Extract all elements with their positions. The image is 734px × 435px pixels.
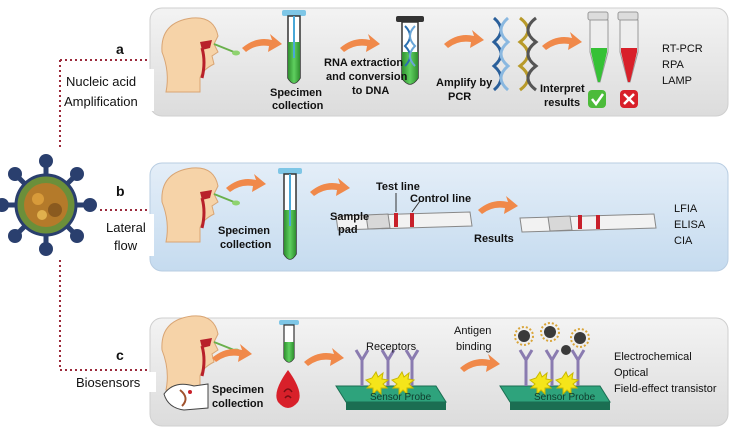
panel-b-method: CIA: [674, 235, 693, 247]
panel-c-method: Field-effect transistor: [614, 383, 717, 395]
antigen-binding-line2: binding: [456, 341, 491, 353]
panel-c-letter: c: [116, 347, 124, 363]
negative-result-tube-icon: [617, 11, 639, 83]
finger-prick-icon: [163, 383, 209, 411]
panel-b-step1-line2: collection: [220, 239, 272, 251]
specimen-tube-icon: [279, 320, 299, 363]
check-icon: [588, 90, 606, 108]
panel-b-method: LFIA: [674, 203, 698, 215]
positive-result-tube-icon: [587, 11, 609, 83]
dna-helix-icon: [491, 16, 511, 92]
results-label: Results: [474, 233, 514, 245]
panel-c-method: Optical: [614, 367, 648, 379]
sensor-probe-bound: [499, 349, 611, 410]
panel-b-step1-line1: Specimen: [218, 225, 270, 237]
panel-a-step2-line2: and conversion: [326, 71, 408, 83]
panel-a-method: LAMP: [662, 75, 692, 87]
lateral-flow-strip-result: [519, 213, 657, 233]
antigen-particle-icon: [514, 322, 590, 355]
sensor-probe-label: Sensor Probe: [534, 392, 596, 403]
panel-a-letter: a: [116, 41, 124, 57]
dna-helix-icon: [517, 16, 539, 92]
panel-b-category-line1: Lateral: [106, 220, 146, 235]
control-line-label: Control line: [410, 193, 471, 205]
panel-a-step1-line2: collection: [272, 100, 324, 112]
panel-a-step4-line2: results: [544, 97, 580, 109]
receptors-label: Receptors: [366, 341, 417, 353]
panel-a-step3-line1: Amplify by: [436, 77, 493, 89]
virus-icon: [0, 154, 97, 256]
panel-a-step3-line2: PCR: [448, 91, 471, 103]
panel-b-category-line2: flow: [114, 238, 138, 253]
antigen-binding-line1: Antigen: [454, 325, 491, 337]
panel-a-method: RPA: [662, 59, 684, 71]
panel-a-step2-line1: RNA extraction: [324, 57, 403, 69]
sensor-probe: [335, 349, 447, 410]
blood-drop-icon: [276, 370, 300, 408]
panel-a-category-line2: Amplification: [64, 94, 138, 109]
panel-a-step2-line3: to DNA: [352, 85, 389, 97]
specimen-tube-icon: [282, 10, 306, 84]
panel-a-step1-line1: Specimen: [270, 87, 322, 99]
panel-b-method: ELISA: [674, 219, 706, 231]
panel-c-method: Electrochemical: [614, 351, 692, 363]
sensor-probe-label: Sensor Probe: [370, 392, 432, 403]
panel-c-step1-line2: collection: [212, 398, 264, 410]
panel-a-background: [149, 7, 729, 117]
panel-a-step4-line1: Interpret: [540, 83, 585, 95]
connector-lines: [59, 59, 162, 371]
sample-pad-label-line1: Sample: [330, 211, 369, 223]
rna-extraction-tube-icon: [396, 16, 424, 85]
panel-a-category-line1: Nucleic acid: [66, 74, 136, 89]
lateral-flow-strip: [335, 211, 473, 231]
panel-c-step1-line1: Specimen: [212, 384, 264, 396]
panel-a-method: RT-PCR: [662, 43, 703, 55]
panel-b-letter: b: [116, 183, 125, 199]
test-line-label: Test line: [376, 181, 420, 193]
sample-pad-label-line2: pad: [338, 224, 358, 236]
panel-c-category: Biosensors: [76, 375, 141, 390]
specimen-tube-icon: [278, 168, 302, 260]
